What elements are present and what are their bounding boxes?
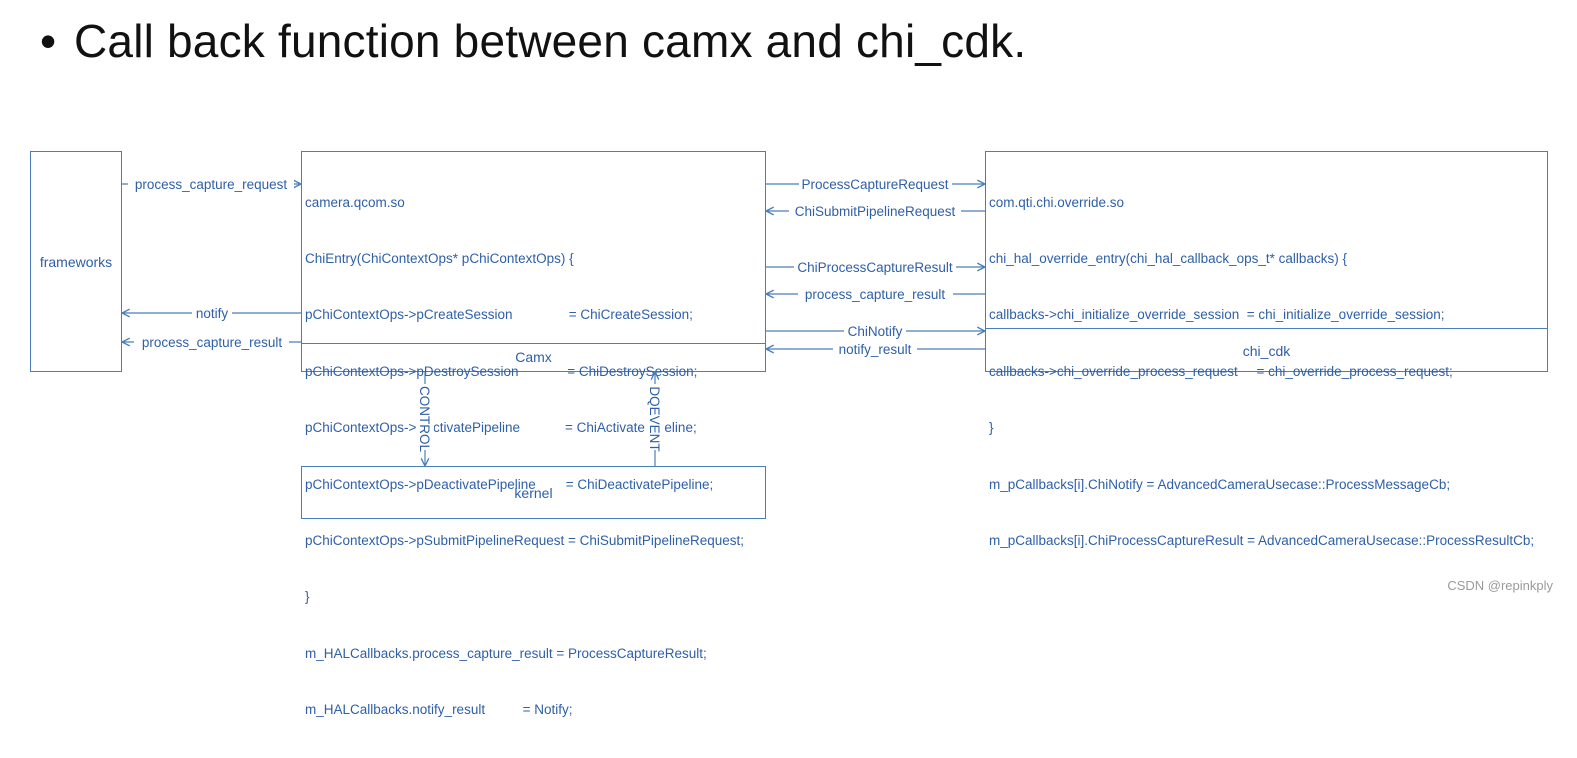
code-line: callbacks->chi_override_process_request … [989, 363, 1453, 379]
label-chi-submit-pipeline-request: ChiSubmitPipelineRequest [795, 204, 956, 219]
code-line: pChiContextOps->pActivatePipeline = ChiA… [305, 420, 697, 436]
code-line: pChiContextOps->pSubmitPipelineRequest =… [305, 532, 744, 548]
camx-divider [302, 343, 765, 344]
chi-cdk-code-block: com.qti.chi.override.so chi_hal_override… [989, 156, 1534, 588]
code-line: } [305, 589, 310, 605]
code-line: m_HALCallbacks.process_capture_result = … [305, 645, 707, 661]
code-line: ChiEntry(ChiContextOps* pChiContextOps) … [305, 250, 574, 266]
code-line: com.qti.chi.override.so [989, 194, 1125, 210]
chi-cdk-divider [986, 328, 1547, 329]
label-notify-result: notify_result [839, 342, 912, 357]
label-process-capture-result-cdk: process_capture_result [805, 287, 946, 302]
code-line: m_HALCallbacks.notify_result = Notify; [305, 702, 573, 718]
kernel-label: kernel [514, 485, 553, 501]
label-chi-notify: ChiNotify [848, 324, 903, 339]
label-notify: notify [196, 306, 229, 321]
label-process-capture-request: process_capture_request [135, 177, 288, 192]
bullet-icon: • [40, 15, 57, 67]
label-control: CONTROL [417, 386, 432, 452]
code-line: m_pCallbacks[i].ChiProcessCaptureResult … [989, 532, 1535, 548]
code-line: pChiContextOps->pCreateSession = ChiCrea… [305, 307, 693, 323]
label-process-capture-request-cdk: ProcessCaptureRequest [801, 177, 948, 192]
chi-cdk-label: chi_cdk [1242, 343, 1291, 359]
frameworks-box: frameworks [30, 151, 122, 372]
connector-layer: process_capture_request notify process_c… [0, 175, 1577, 605]
frameworks-label: frameworks [39, 254, 113, 270]
kernel-box: kernel [301, 466, 766, 519]
code-line: chi_hal_override_entry(chi_hal_callback_… [989, 250, 1347, 266]
slide-title: Call back function between camx and chi_… [74, 15, 1027, 67]
label-dqevent: DQEVENT [647, 386, 662, 451]
label-process-capture-result-fw: process_capture_result [142, 335, 283, 350]
watermark: CSDN @repinkply [1447, 578, 1553, 593]
label-chi-process-capture-result: ChiProcessCaptureResult [797, 260, 953, 275]
camx-label: Camx [515, 349, 552, 365]
code-line: pChiContextOps->pDestroySession = ChiDes… [305, 363, 698, 379]
code-line: camera.qcom.so [305, 194, 405, 210]
code-line: m_pCallbacks[i].ChiNotify = AdvancedCame… [989, 476, 1451, 492]
code-line: callbacks->chi_initialize_override_sessi… [989, 307, 1445, 323]
code-line: } [989, 420, 994, 436]
chi-cdk-box: com.qti.chi.override.so chi_hal_override… [985, 151, 1548, 548]
slide-title-row: • Call back function between camx and ch… [40, 8, 1026, 74]
code-line: pChiContextOps->pDeactivatePipeline = Ch… [305, 476, 714, 492]
